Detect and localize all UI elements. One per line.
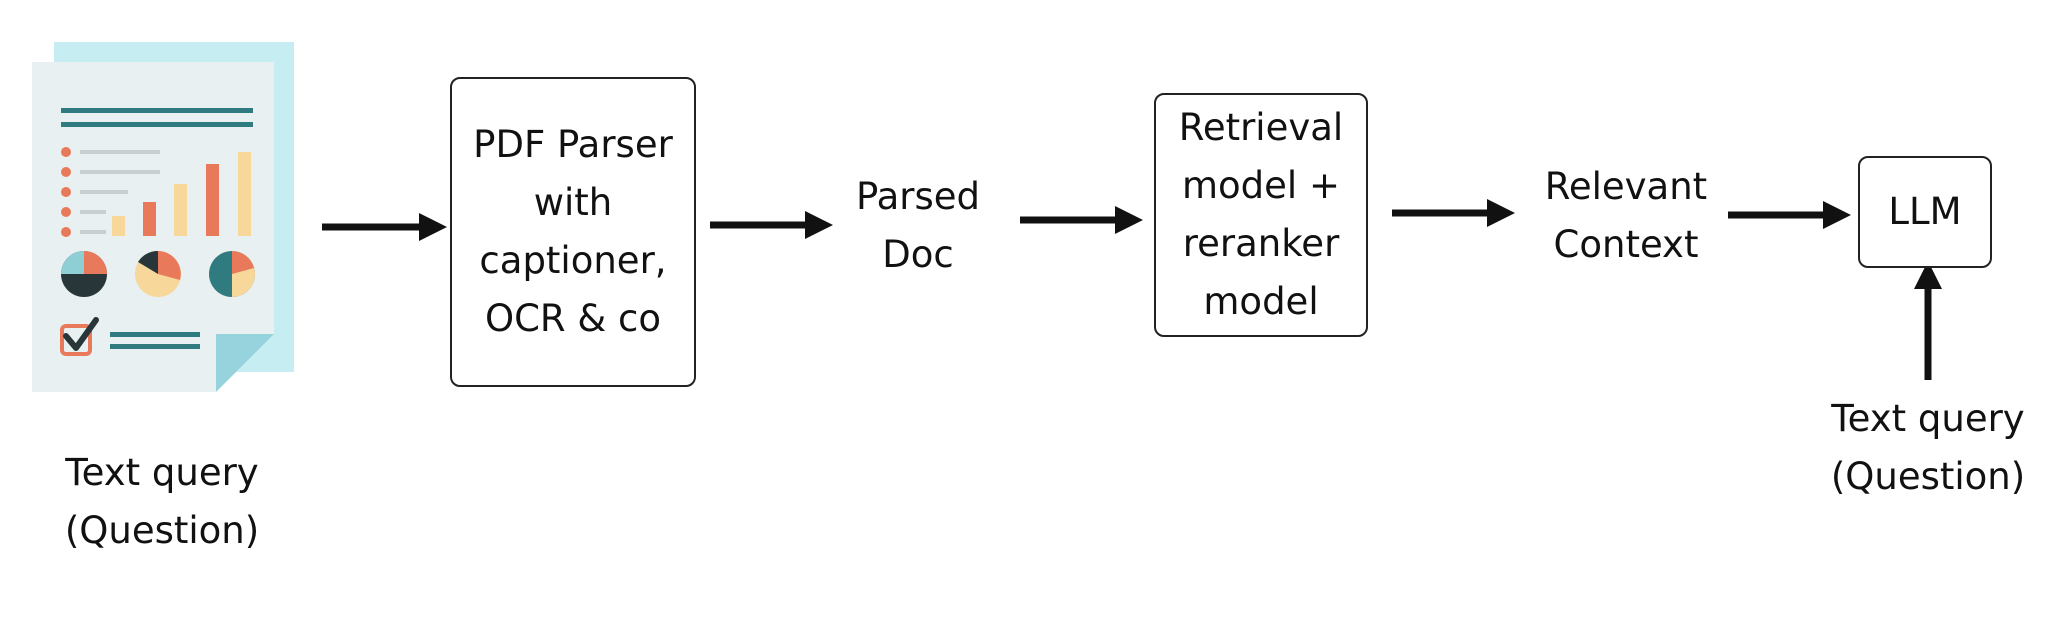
llm-label: LLM [1888, 183, 1961, 241]
doc-bar [174, 184, 187, 236]
doc-text-line [110, 344, 200, 349]
pdf-parser-label: PDF Parser with captioner, OCR & co [473, 116, 673, 348]
doc-checkbox [60, 324, 92, 356]
llm-node: LLM [1858, 156, 1992, 268]
doc-text-line [80, 170, 160, 174]
caption-line: (Question) [64, 509, 260, 552]
label-line: Retrieval [1178, 106, 1344, 149]
retrieval-model-node: Retrieval model + reranker model [1154, 93, 1368, 337]
doc-bullet [61, 227, 71, 237]
relevant-context-node: Relevant Context [1526, 158, 1726, 274]
doc-pie-chart [61, 251, 107, 297]
label-line: Parsed [855, 175, 981, 218]
doc-bar [206, 164, 219, 236]
doc-bullet [61, 207, 71, 217]
label-line: model [1203, 280, 1319, 323]
doc-bullet [61, 187, 71, 197]
label-line: reranker [1182, 222, 1340, 265]
label-line: with [533, 181, 613, 224]
doc-text-line [80, 230, 106, 234]
label-line: Relevant [1544, 165, 1708, 208]
doc-check-mark [63, 317, 99, 351]
label-line: Context [1553, 223, 1699, 266]
label-line: captioner, [479, 239, 667, 282]
caption-line: Text query [1831, 397, 2025, 440]
document-query-caption: Text query (Question) [42, 444, 282, 560]
document-report-icon [32, 42, 294, 392]
label-line: model + [1182, 164, 1340, 207]
doc-text-line [110, 332, 200, 337]
doc-bullet [61, 167, 71, 177]
doc-text-line [80, 190, 128, 194]
label-line: OCR & co [484, 297, 661, 340]
doc-heading-line [61, 108, 253, 113]
caption-line: (Question) [1830, 455, 2026, 498]
llm-query-caption: Text query (Question) [1810, 390, 2046, 506]
doc-bar [238, 152, 251, 236]
caption-line: Text query [65, 451, 259, 494]
doc-pie-chart [135, 250, 181, 297]
label-line: LLM [1888, 190, 1962, 233]
doc-page-fold [216, 334, 274, 392]
doc-heading-line [61, 122, 253, 127]
doc-text-line [80, 150, 160, 154]
doc-pie-chart [209, 251, 255, 297]
label-line: Doc [882, 233, 954, 276]
doc-bar [112, 216, 125, 236]
parsed-doc-node: Parsed Doc [836, 168, 1000, 284]
retrieval-model-label: Retrieval model + reranker model [1179, 99, 1343, 331]
doc-bar [143, 202, 156, 236]
doc-text-line [80, 210, 106, 214]
label-line: PDF Parser [473, 123, 673, 166]
pdf-parser-node: PDF Parser with captioner, OCR & co [450, 77, 696, 387]
doc-bullet [61, 147, 71, 157]
